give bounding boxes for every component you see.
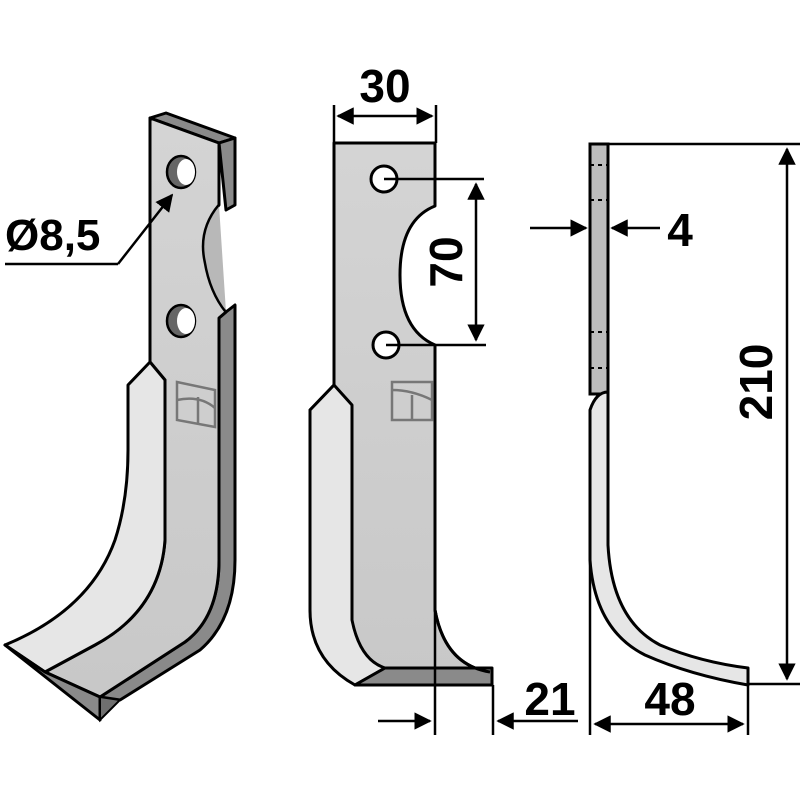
mounting-hole-top xyxy=(165,154,197,190)
height-label: 210 xyxy=(730,344,782,421)
mounting-hole-bottom xyxy=(165,303,197,339)
side-profile-curve xyxy=(588,390,750,687)
width-label: 30 xyxy=(359,60,410,112)
width-dimension: 30 xyxy=(332,60,438,143)
tip-offset-label: 21 xyxy=(524,673,575,725)
height-dimension: 210 xyxy=(608,142,800,686)
hole-spacing-dimension: 70 xyxy=(384,177,486,347)
side-view: 4 210 48 xyxy=(530,142,800,735)
bend-depth-label: 48 xyxy=(644,673,695,725)
perspective-view: Ø8,5 xyxy=(3,111,237,723)
side-profile-upper xyxy=(588,142,610,396)
hole-diameter-callout: Ø8,5 xyxy=(5,193,174,266)
hole-spacing-label: 70 xyxy=(420,236,472,287)
thickness-dimension: 4 xyxy=(530,204,693,256)
bend-depth-dimension: 48 xyxy=(588,560,750,735)
bevel-face xyxy=(3,360,167,674)
front-view: 30 70 21 xyxy=(308,60,578,735)
thickness-label: 4 xyxy=(667,204,693,256)
hole-diameter-label: Ø8,5 xyxy=(5,211,100,260)
notch-edge xyxy=(202,204,227,313)
manufacturer-logo-icon xyxy=(175,380,217,429)
front-logo-icon xyxy=(390,380,434,422)
tip-offset-dimension: 21 xyxy=(378,610,578,735)
